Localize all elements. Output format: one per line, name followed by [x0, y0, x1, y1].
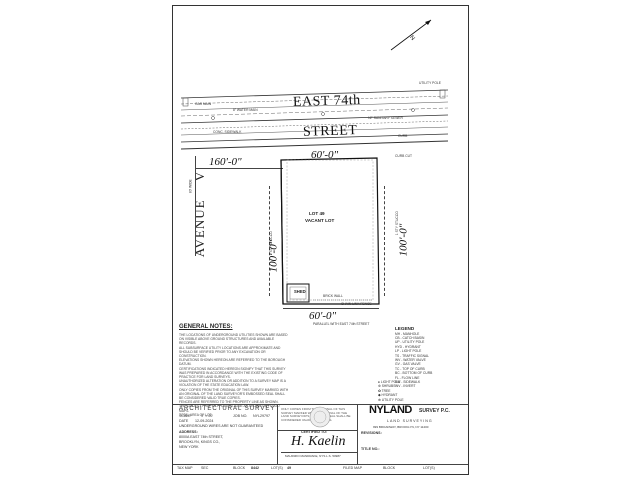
label-sewer: 12" SANITARY SEWER [368, 116, 403, 120]
footer-rule [173, 464, 468, 465]
footer-filed-map: FILED MAP [343, 466, 362, 470]
job-value: NYL29797 [253, 414, 270, 418]
survey-sheet: N EAST 74th STREET GAS MAIN 8" WATER MAI… [172, 5, 469, 475]
rear-note: PARALLEL WITH EAST 74th STREET [313, 322, 370, 326]
revisions-label: REVISIONS: [361, 431, 382, 435]
cert-rule [277, 430, 357, 431]
note-7: FENCES ARE REFERRED TO THE PROPERTY LINE… [179, 400, 279, 405]
title-block-top-rule [173, 404, 468, 405]
note-4: CERTIFICATIONS INDICATED HEREON SIGNIFY … [179, 366, 286, 380]
notes-list: THE LOCATIONS OF UNDERGROUND UTILITIES S… [179, 333, 289, 417]
date-value: 12-09-2024 [195, 419, 214, 423]
footer-sec: SEC [201, 466, 209, 470]
title-heading: ARCHITECTURAL SURVEY [179, 406, 276, 412]
address-line: 8000A EAST 74th STREET, [179, 435, 224, 439]
note-1: THE LOCATIONS OF UNDERGROUND UTILITIES S… [179, 333, 288, 346]
job-label: JOB NO. [233, 414, 248, 418]
brick-wall-label: BRICK WALL [323, 294, 343, 298]
dim-frontage: 60'-0" [311, 149, 339, 161]
scale-value: 1" = 20' [201, 414, 214, 418]
notes-title: GENERAL NOTES: [179, 324, 233, 330]
avenue-line [195, 156, 196, 256]
footer-block-no: 8442 [251, 466, 259, 470]
legend-item: SW - SIDEWALK [395, 380, 421, 385]
shed-label: SHED [294, 289, 306, 294]
footer-block-2: BLOCK [383, 466, 396, 470]
curb-cut-label: CURB CUT [395, 154, 413, 158]
legend-item: WV - WATER VALVE [395, 358, 426, 363]
company-tagline: LAND SURVEYING [387, 419, 433, 423]
certified-label: CERTIFIED TO: [301, 430, 328, 434]
footer-tax-map: TAX MAP [177, 466, 193, 470]
street-name-street: STREET [302, 123, 358, 140]
legend-item: UP - UTILITY POLE [395, 340, 425, 345]
legend-item: TS - TRAFFIC SIGNAL [395, 353, 430, 358]
lot-boundary [280, 157, 380, 305]
legend-item: GV - GAS VALVE [395, 362, 421, 367]
surveyor-seal-icon [309, 406, 331, 428]
legend-item: CB - CATCH BASIN [395, 336, 425, 340]
legend-symbols: ● LIGHT POLE ✲ SHRUBS ✿ TREE ◆ HYDRANT ⊕… [378, 380, 404, 402]
address-line: BROOKLYN, KINGS CO., [179, 440, 221, 444]
note-6: ONLY COPIES FROM THE ORIGINAL OF THIS SU… [179, 387, 289, 401]
dim-distance-to-avenue: 160'-0" [209, 156, 242, 168]
legend-item: HYD - HYDRANT [395, 344, 421, 349]
dim-line-rear [283, 308, 379, 309]
note-9: TOTAL AREA OF LOT. [179, 412, 213, 417]
dim-rear: 60'-0" [309, 310, 337, 322]
company-suffix: SURVEY P.C. [419, 408, 450, 414]
title-divider-2 [357, 404, 358, 464]
company-logo: NYLAND [369, 404, 412, 416]
disclaimer: UNDERGROUND WIRES ARE NOT GUARANTEED [179, 424, 264, 428]
address-line: NEW YORK [179, 445, 199, 449]
note-3: ELEVATIONS SHOWN HEREON ARE REFERRED TO … [179, 358, 286, 367]
title-no-label: TITLE NO.: [361, 447, 380, 451]
chain-fence-label: CHAIN LINK FENCE [341, 302, 372, 306]
footer-lots-2: LOT(S) [423, 466, 435, 470]
neighbor-line-left [269, 186, 270, 296]
label-water-main: 8" WATER MAIN [233, 108, 258, 112]
avenue-width-note: 80' WIDE [188, 179, 193, 194]
title-divider-1 [277, 404, 278, 464]
date-label: DATE [179, 419, 189, 423]
symbol-tree: ✿ TREE [378, 388, 391, 393]
street-lines [180, 89, 449, 150]
dim-line-160 [195, 168, 283, 169]
symbol-shrubs: ✲ SHRUBS [378, 384, 396, 389]
lot-number: LOT 49 [309, 211, 325, 216]
footer-lot-no: 49 [287, 466, 291, 470]
symbol-hydrant: ◆ HYDRANT [378, 393, 398, 398]
legend-item: FL - FLOW LINE [395, 375, 420, 380]
legend-item: LP - LIGHT POLE [395, 349, 422, 354]
legend-item: INV - INVERT [395, 384, 416, 389]
label-gas-main: GAS MAIN [195, 102, 212, 106]
label-curb: CURB [398, 134, 408, 138]
street-name-east-74th: EAST 74th [292, 92, 361, 111]
legend-item: TC - TOP OF CURB [395, 366, 425, 371]
dim-right-depth: 100'-0" [397, 223, 410, 257]
note-2: ALL SUBSURFACE UTILITY LOCATIONS ARE APP… [179, 345, 281, 359]
signature-line [281, 452, 357, 453]
footer-lot: LOT(S) [271, 466, 283, 470]
legend: LEGEND MH - MANHOLE CB - CATCH BASIN UP … [395, 326, 432, 389]
company-address: 999 BROADWAY, BROOKLYN, NY 11200 [373, 425, 429, 429]
note-8: THE SUBJECT PROPERTY LIES IN ZONE AS SHO… [179, 404, 280, 413]
label-sidewalk: CONC. SIDEWALK [213, 130, 242, 134]
address-label: ADDRESS: [179, 430, 198, 434]
legend-item: BC - BOTTOM OF CURB [395, 371, 433, 376]
dim-left-depth: 100'-0" [267, 239, 280, 273]
neighbor-line-right [384, 186, 385, 296]
signature: H. Kaelin [291, 434, 346, 449]
footer-block: BLOCK [233, 466, 246, 470]
lot-vacant-label: VACANT LOT [305, 218, 335, 223]
symbol-utility-pole: ⊕ UTILITY POLE [378, 397, 404, 402]
symbol-light-pole: ● LIGHT POLE [378, 380, 401, 384]
note-5: UNAUTHORIZED ALTERATION OR ADDITION TO A… [179, 379, 286, 388]
surveyor-name: MAURIZIO MANDRAKE, NYS L.S. 50987 [285, 454, 341, 458]
label-utility-pole: UTILITY POLE [419, 81, 441, 85]
legend-item: MH - MANHOLE [395, 331, 420, 336]
legend-title: LEGEND [395, 326, 415, 331]
north-arrow-icon [390, 19, 432, 51]
scale-label: SCALE [179, 414, 191, 418]
